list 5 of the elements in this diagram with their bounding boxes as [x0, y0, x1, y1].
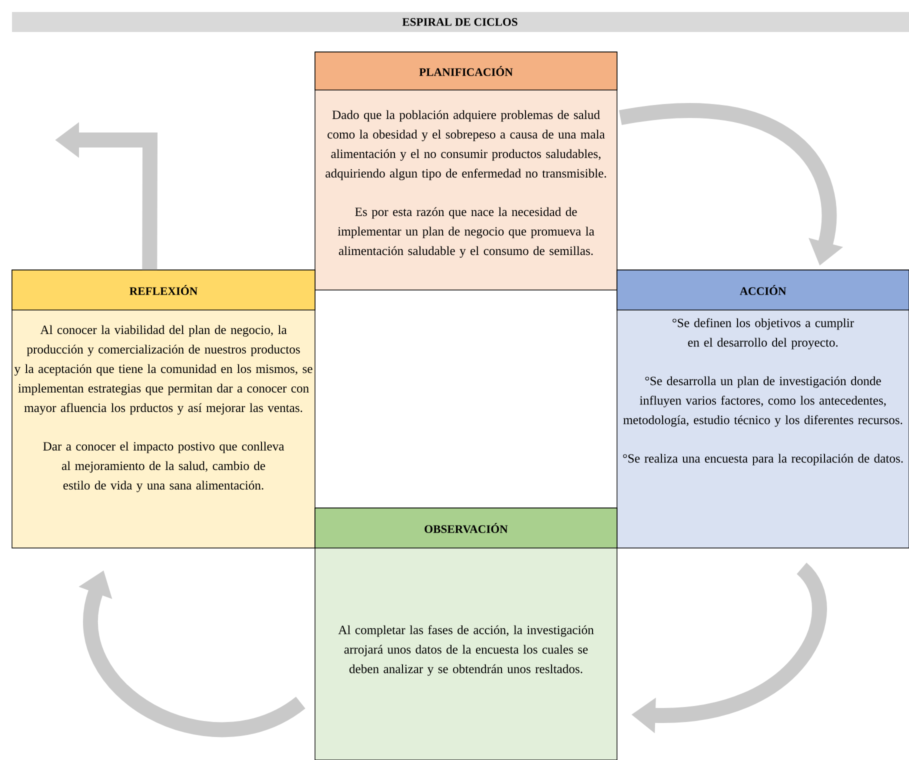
phase-box: REFLEXIÓN Al conocer la viabilidad del plan de negocio, la producción y comercialización de nuestros productos y la aceptación que tiene la comunidad en los mismos, se implementan estrategias que permitan dar a conocer con mayor afluencia los prductos y así mejorar las ventas. Dar a conocer el impacto postivo que conlleva al mejoramiento de la salud, cambio de estilo de vida y una sana alimentación.: [12, 270, 316, 548]
phase-box: ACCIÓN °Se definen los objetivos a cumplir en el desarrollo del proyecto. °Se desarrolla un plan de investigación donde influyen varios factores, como los antecedentes, metodología, estudio técnico y los diferentes recursos. °Se realiza una encuesta para la recopilación de datos.: [616, 270, 909, 548]
phase-box: OBSERVACIÓN Al completar las fases de acción, la investigación arrojará unos datos de la encuesta los cuales se deben analizar y se obtendrán unos resltados.: [314, 508, 618, 760]
title-band: ESPIRAL DE CICLOS: [12, 12, 909, 32]
phase-box: PLANIFICACIÓN Dado que la población adquiere problemas de salud como la obesidad y el sobrepeso a causa de una mala alimentación y el no consumir productos saludables, adquiriendo algun tipo de enfermedad no transmisible. Es por esta razón que nace la necesidad de implementar un plan de negocio que promueva la alimentación saludable y el consumo de semillas.: [314, 52, 618, 290]
